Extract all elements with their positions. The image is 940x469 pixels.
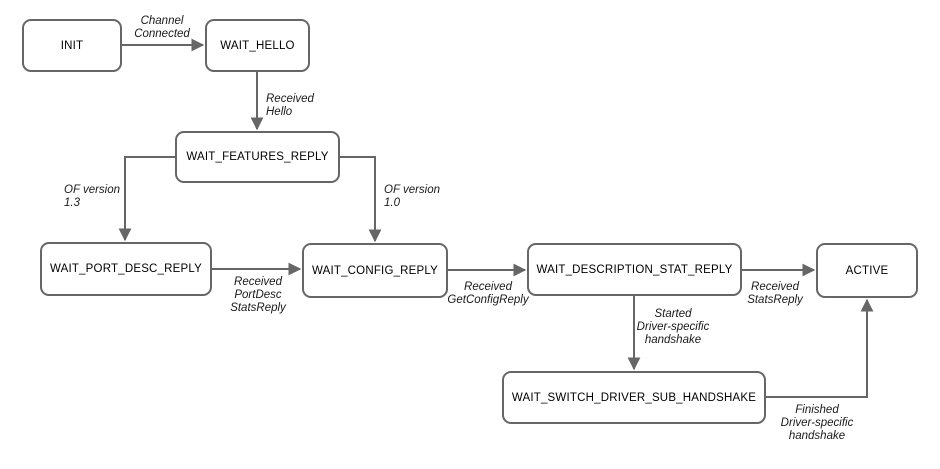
edge-label-of-version-13: OF version 1.3 xyxy=(64,184,121,209)
edge-label-received-statsreply: Received StatsReply xyxy=(747,281,803,306)
node-wait-port-desc-reply: WAIT_PORT_DESC_REPLY xyxy=(40,242,212,296)
node-init-label: INIT xyxy=(60,39,84,52)
edge-label-of-version-10: OF version 1.0 xyxy=(384,184,441,209)
node-wait-features-reply: WAIT_FEATURES_REPLY xyxy=(175,131,340,183)
node-init: INIT xyxy=(22,19,122,72)
edge-of-version-10-arrow xyxy=(340,156,382,243)
node-wait-description-stat-reply-label: WAIT_DESCRIPTION_STAT_REPLY xyxy=(536,263,733,276)
edge-label-received-portdesc-statsreply: Received PortDesc StatsReply xyxy=(230,276,286,314)
edge-finished-handshake-arrow xyxy=(766,298,874,398)
node-active: ACTIVE xyxy=(816,243,918,298)
node-wait-switch-driver-sub-handshake: WAIT_SWITCH_DRIVER_SUB_HANDSHAKE xyxy=(502,371,766,424)
edge-label-started-driver-specific-handshake: Started Driver-specific handshake xyxy=(636,308,710,346)
edge-label-finished-driver-specific-handshake: Finished Driver-specific handshake xyxy=(780,404,854,442)
edge-of-version-13-arrow xyxy=(118,156,175,242)
node-wait-features-reply-label: WAIT_FEATURES_REPLY xyxy=(186,151,329,163)
node-wait-config-reply-label: WAIT_CONFIG_REPLY xyxy=(311,264,439,277)
edge-label-received-hello: Received Hello xyxy=(266,93,314,118)
node-wait-switch-driver-sub-handshake-label: WAIT_SWITCH_DRIVER_SUB_HANDSHAKE xyxy=(511,391,757,404)
edge-label-channel-connected: Channel Connected xyxy=(134,15,190,40)
node-wait-port-desc-reply-label: WAIT_PORT_DESC_REPLY xyxy=(49,263,203,275)
node-wait-description-stat-reply: WAIT_DESCRIPTION_STAT_REPLY xyxy=(527,243,742,296)
node-wait-config-reply: WAIT_CONFIG_REPLY xyxy=(302,243,448,298)
node-wait-hello: WAIT_HELLO xyxy=(205,19,310,72)
node-wait-hello-label: WAIT_HELLO xyxy=(220,39,295,52)
edge-label-received-getconfigreply: Received GetConfigReply xyxy=(447,281,529,306)
node-active-label: ACTIVE xyxy=(845,264,889,277)
